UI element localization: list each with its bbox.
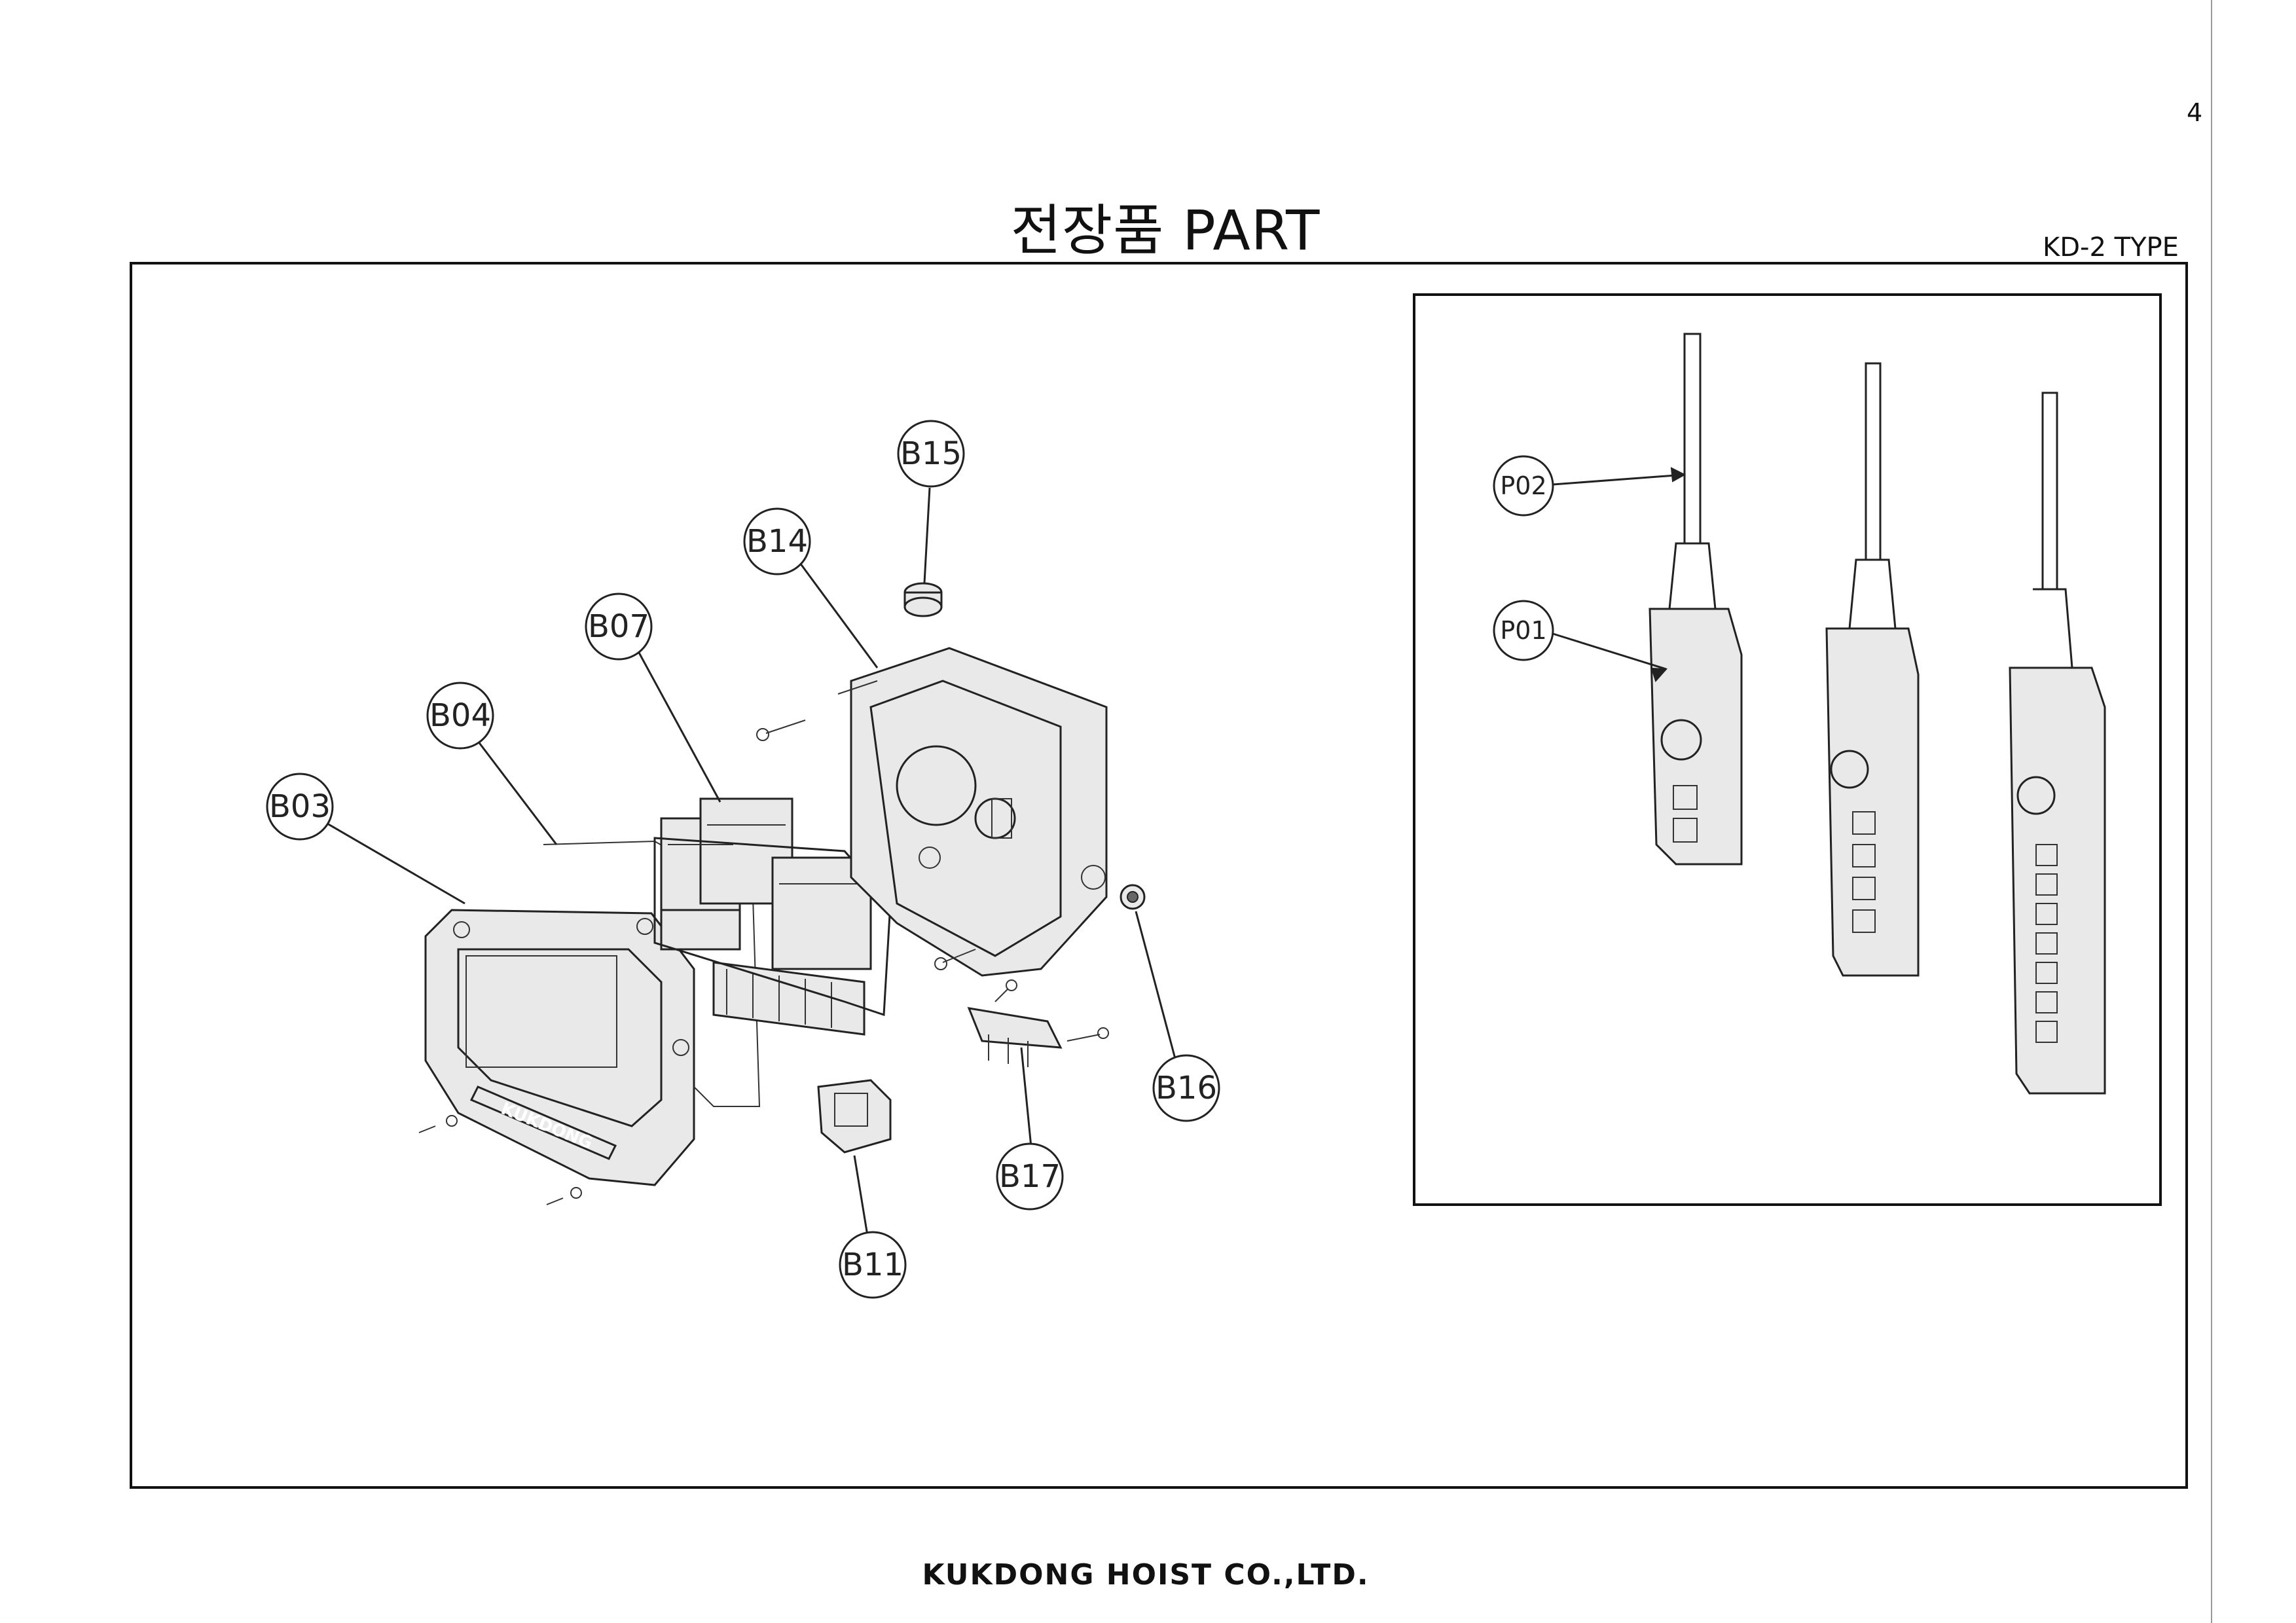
- callout-b04: B04: [426, 682, 558, 845]
- housing-bolts: [756, 680, 976, 970]
- callout-p02-label: P02: [1500, 471, 1546, 500]
- callout-b03: B03: [266, 773, 465, 905]
- callout-b14-label: B14: [746, 523, 808, 560]
- callout-b11: B11: [839, 1155, 907, 1299]
- callout-b17-label: B17: [999, 1158, 1061, 1195]
- clamp-part: [967, 979, 1109, 1067]
- callout-b04-label: B04: [429, 697, 491, 734]
- callout-b15: B15: [897, 420, 965, 583]
- callout-b14: B14: [743, 507, 879, 668]
- pendant-frame: [1413, 293, 2162, 1206]
- callout-b07-label: B07: [588, 608, 649, 645]
- mounting-plate-part: [653, 837, 892, 1017]
- pendant-small: [1649, 333, 1743, 866]
- grommet-part: [1120, 884, 1146, 910]
- main-frame: [130, 262, 2188, 1489]
- callout-p02: P02: [1493, 455, 1686, 517]
- callout-b11-label: B11: [842, 1247, 903, 1283]
- cover-part: KUKDONG: [424, 909, 695, 1186]
- callout-b07: B07: [585, 593, 721, 803]
- contactor-part: [660, 797, 872, 970]
- connector-part: [817, 1079, 892, 1154]
- cover-screws: [418, 1115, 582, 1205]
- pendant-large: [2009, 392, 2106, 1095]
- callout-p01: P01: [1493, 600, 1668, 682]
- callout-b17: B17: [996, 1047, 1064, 1211]
- terminal-strip-part: [712, 961, 866, 1036]
- type-label: KD-2 TYPE: [2043, 232, 2179, 263]
- callout-b16-label: B16: [1156, 1070, 1217, 1106]
- housing-part: [850, 647, 1108, 977]
- company-footer: KUKDONG HOIST CO.,LTD.: [922, 1558, 1370, 1592]
- page-title: 전장품 PART: [1010, 198, 1321, 263]
- callout-b16: B16: [1135, 911, 1220, 1122]
- pendant-medium: [1825, 362, 1920, 977]
- callout-b03-label: B03: [269, 788, 331, 825]
- cap-part: [903, 582, 943, 617]
- callout-b15-label: B15: [900, 435, 962, 472]
- callout-p01-label: P01: [1500, 616, 1546, 645]
- page-number: 4: [2187, 98, 2203, 127]
